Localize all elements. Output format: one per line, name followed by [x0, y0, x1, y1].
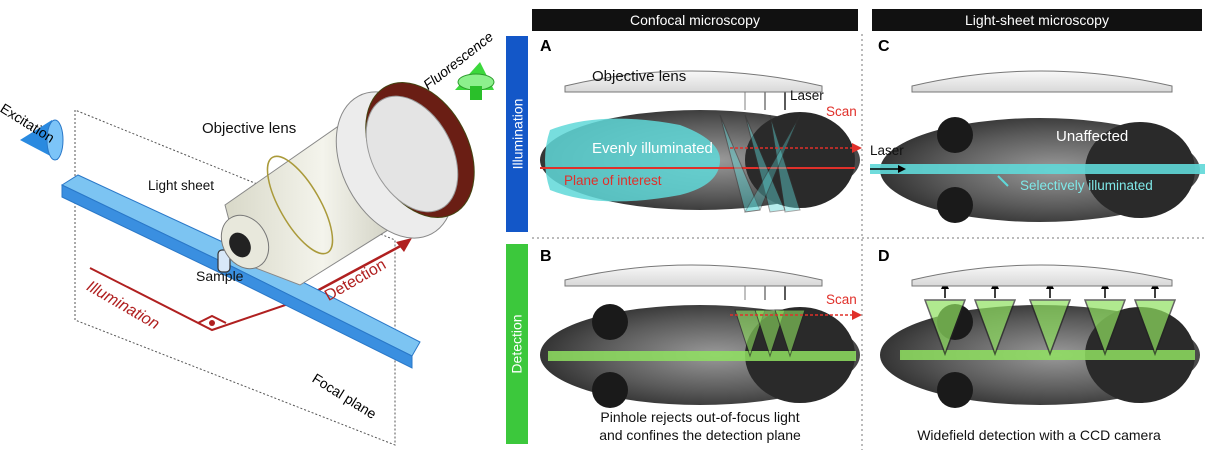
excitation-cone-icon: [20, 119, 64, 161]
light-sheet-side: [61, 184, 413, 369]
right-angle-dot: [209, 320, 215, 326]
objective-lens-d: [911, 264, 1173, 287]
panel-c-laser-label: Laser: [870, 143, 904, 158]
illumination-axis: [89, 267, 301, 332]
objective-lens-3d: [220, 82, 475, 286]
detection-bar: [506, 244, 528, 444]
panel-b-scan-label: Scan: [826, 292, 857, 307]
panel-a-scan-label: Scan: [826, 104, 857, 119]
header-lightsheet: Light-sheet microscopy: [872, 9, 1202, 31]
label-light-sheet: Light sheet: [148, 178, 215, 193]
panel-c-selective-label: Selectively illuminated: [1020, 178, 1153, 193]
panel-a-evenly-label: Evenly illuminated: [592, 140, 713, 157]
objective-lens-a: [564, 70, 823, 93]
illumination-bar: [506, 36, 528, 232]
panel-d-fish: [880, 281, 1200, 408]
panel-d-caption: Widefield detection with a CCD camera: [917, 427, 1161, 443]
header-confocal: Confocal microscopy: [532, 9, 858, 31]
panel-label-c: C: [878, 38, 890, 55]
panel-b-caption-line2: and confines the detection plane: [599, 427, 801, 443]
side-label-illumination: Illumination: [509, 98, 526, 170]
label-sample: Sample: [196, 268, 244, 284]
fluorescence-cone-icon: [455, 62, 495, 100]
side-label-detection: Detection: [509, 314, 525, 374]
panel-label-d: D: [878, 248, 890, 265]
objective-lens-c: [911, 70, 1173, 93]
side-label-detection-box: Detection: [506, 244, 528, 444]
panel-a-objective-label: Objective lens: [592, 68, 687, 85]
panel-label-a: A: [540, 38, 552, 55]
panel-a-fish: [540, 92, 862, 213]
panel-a-plane-label: Plane of interest: [564, 173, 662, 188]
label-objective-lens: Objective lens: [202, 120, 297, 137]
panel-c-fish: [870, 117, 1205, 223]
panel-c-unaffected-label: Unaffected: [1056, 128, 1129, 145]
panel-label-b: B: [540, 248, 552, 265]
objective-lens-b: [564, 264, 823, 287]
panel-b-fish: [540, 285, 862, 408]
schematic-3d: [20, 62, 495, 446]
right-angle-mark: [197, 314, 227, 324]
detection-arrowhead: [396, 238, 412, 252]
panel-b-caption-line1: Pinhole rejects out-of-focus light: [600, 409, 800, 425]
panel-b-caption: Pinhole rejects out-of-focus light and c…: [560, 408, 840, 444]
panel-a-laser-label: Laser: [790, 88, 824, 103]
side-label-illumination-box: Illumination: [506, 36, 528, 232]
